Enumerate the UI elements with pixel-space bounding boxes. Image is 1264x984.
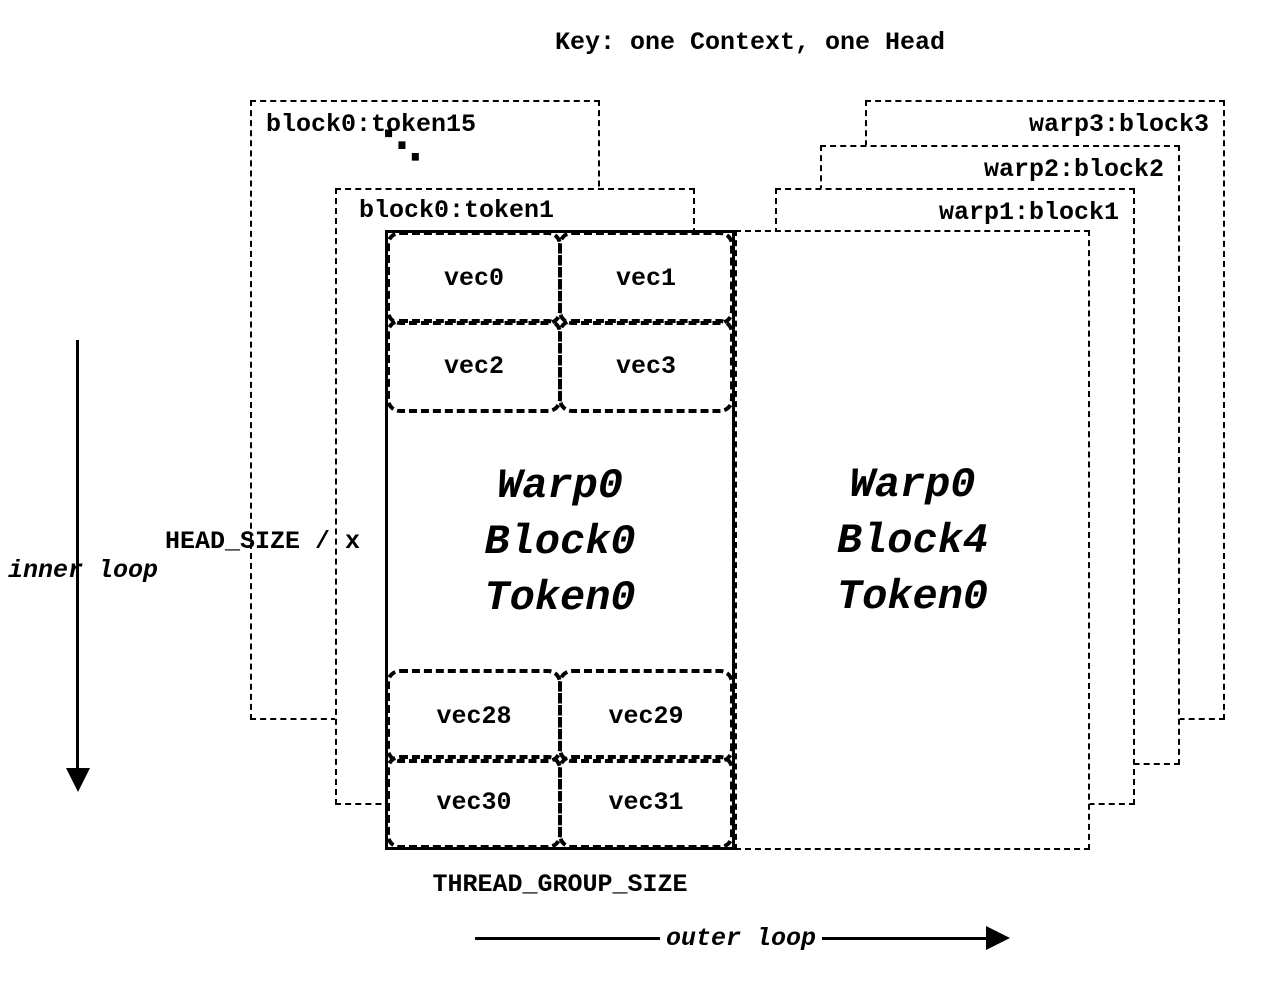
main-block-line-1: Warp0 (496, 462, 624, 510)
vec2-cell: vec2 (386, 319, 562, 413)
outer-loop-label: outer loop (660, 924, 823, 953)
vec31-cell: vec31 (558, 755, 734, 849)
vec1-cell: vec1 (558, 231, 734, 325)
main-block-line-3: Token0 (484, 574, 636, 622)
vec0-label: vec0 (443, 263, 504, 293)
vec2-label: vec2 (443, 351, 504, 381)
vec29-cell: vec29 (558, 669, 734, 763)
vec3-cell: vec3 (558, 319, 734, 413)
vec28-cell: vec28 (386, 669, 562, 763)
inner-loop-label: inner loop (8, 556, 159, 585)
inner-loop-arrowhead-icon (66, 768, 90, 792)
right-block-line-3: Token0 (836, 573, 989, 621)
head-size-label: HEAD_SIZE / x (165, 527, 361, 556)
warp0-block4-token0-text: Warp0 Block4 Token0 (737, 457, 1088, 625)
warp1-block1-label: warp1:block1 (938, 198, 1119, 227)
warp0-block0-token0-text: Warp0 Block0 Token0 (388, 458, 732, 626)
block0-token1-label: block0:token1 (359, 196, 555, 225)
warp0-block0-token0-box: vec0 vec1 vec2 vec3 Warp0 Block0 Token0 … (385, 230, 735, 850)
outer-loop-arrowhead-icon (986, 926, 1010, 950)
diagonal-ellipsis: ⋱ (382, 123, 422, 169)
inner-loop-arrow-line (76, 340, 79, 772)
main-block-line-2: Block0 (484, 518, 636, 566)
vec1-label: vec1 (615, 263, 676, 293)
warp0-block4-token0-box: Warp0 Block4 Token0 (735, 230, 1090, 850)
warp2-block2-label: warp2:block2 (983, 155, 1164, 184)
diagram-title: Key: one Context, one Head (554, 28, 946, 57)
thread-group-size-label: THREAD_GROUP_SIZE (432, 870, 688, 899)
vec0-cell: vec0 (386, 231, 562, 325)
block0-token15-label: block0:token15 (266, 110, 477, 139)
vec31-label: vec31 (608, 787, 684, 817)
vec3-label: vec3 (615, 351, 676, 381)
right-block-line-2: Block4 (836, 517, 989, 565)
vec30-label: vec30 (436, 787, 512, 817)
vec30-cell: vec30 (386, 755, 562, 849)
right-block-line-1: Warp0 (849, 461, 976, 509)
warp3-block3-label: warp3:block3 (1028, 110, 1209, 139)
vec28-label: vec28 (436, 701, 512, 731)
vec29-label: vec29 (608, 701, 684, 731)
